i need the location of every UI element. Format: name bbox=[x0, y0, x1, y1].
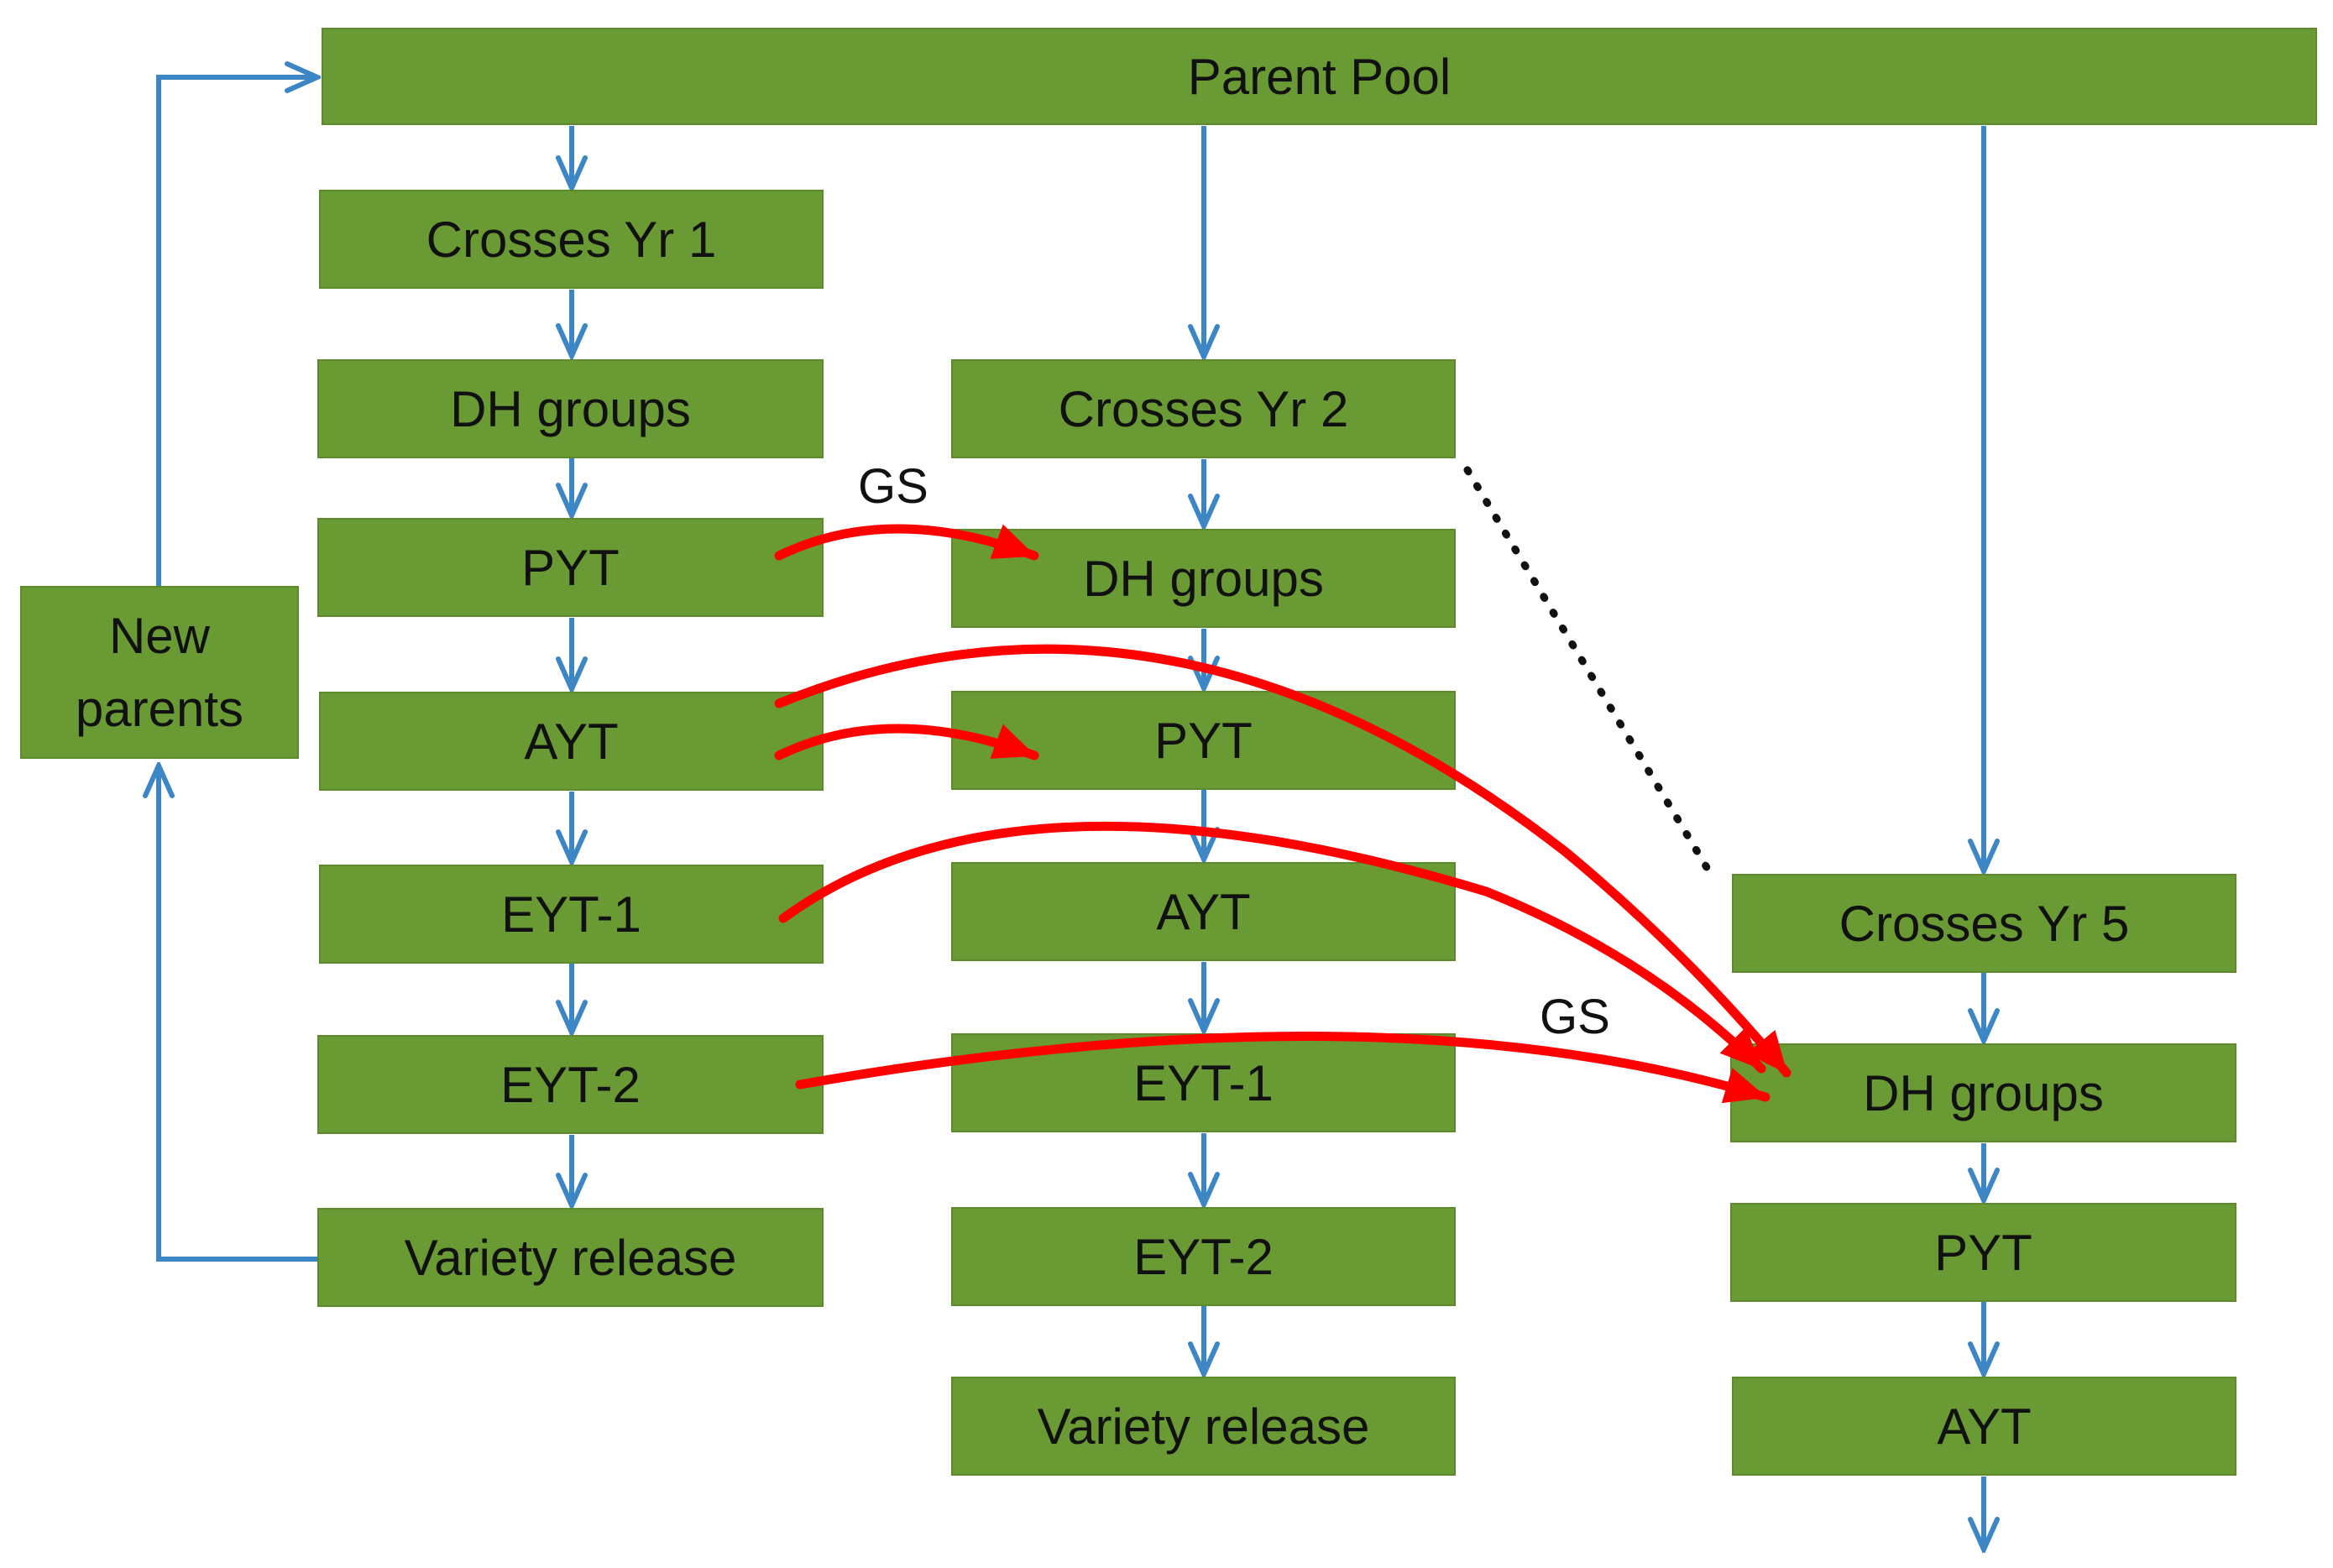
gs-arrow-eyt2-to-dh-col3 bbox=[795, 1032, 1771, 1104]
dotted-connector-line bbox=[1463, 466, 1717, 881]
crosses-yr2-box: Crosses Yr 2 bbox=[951, 359, 1456, 458]
crosses-yr1-box: Crosses Yr 1 bbox=[319, 190, 824, 289]
new-parents-to-parent-pool-arrow bbox=[156, 77, 317, 586]
ayt-col1-box: AYT bbox=[319, 692, 824, 791]
ayt-col3-box: AYT bbox=[1732, 1377, 2236, 1476]
gs-arrow-ayt-to-dh-col3 bbox=[774, 644, 1792, 1078]
gs-label-top: GS bbox=[858, 459, 928, 514]
new-parents-box: New parents bbox=[20, 586, 299, 759]
variety-release-col2-box: Variety release bbox=[951, 1377, 1456, 1476]
flow-arrows bbox=[159, 77, 1984, 1550]
ayt-col2-box: AYT bbox=[951, 862, 1456, 961]
parent-pool-box: Parent Pool bbox=[322, 28, 2317, 125]
eyt2-col2-box: EYT-2 bbox=[951, 1207, 1456, 1306]
crosses-yr5-box: Crosses Yr 5 bbox=[1732, 874, 2236, 973]
gs-arrow-pyt-to-dh-col2 bbox=[774, 524, 1039, 561]
pyt-col3-box: PYT bbox=[1730, 1203, 2236, 1302]
dh-groups-col1-box: DH groups bbox=[317, 359, 824, 458]
gs-arrow-eyt1-to-dh-col3 bbox=[778, 821, 1766, 1074]
eyt2-col1-box: EYT-2 bbox=[317, 1035, 824, 1134]
pyt-col1-box: PYT bbox=[317, 518, 824, 617]
dh-groups-col3-box: DH groups bbox=[1730, 1043, 2236, 1142]
gs-arrow-ayt-to-pyt-col2 bbox=[774, 724, 1039, 760]
eyt1-col1-box: EYT-1 bbox=[319, 865, 824, 964]
variety-release-col1-box: Variety release bbox=[317, 1208, 824, 1307]
gs-label-bottom: GS bbox=[1540, 990, 1610, 1044]
variety-release-to-new-parents-arrow bbox=[159, 766, 317, 1262]
